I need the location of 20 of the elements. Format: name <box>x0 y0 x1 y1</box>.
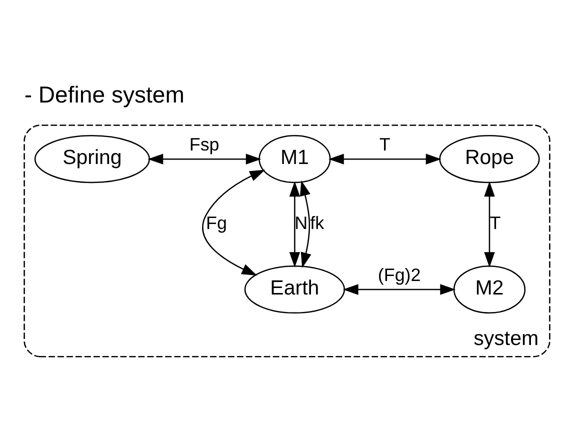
arrow <box>202 169 266 276</box>
edge-label: T <box>379 134 390 154</box>
diagram-title: - Define system <box>24 81 184 108</box>
arrow <box>148 153 262 164</box>
edge-label: (Fg)2 <box>378 264 421 284</box>
arrow <box>342 284 456 294</box>
edge-label: N <box>294 212 308 233</box>
node-ellipse: Earth <box>244 264 346 314</box>
edge-label: Fg <box>206 212 227 233</box>
arrow <box>289 180 300 267</box>
node-ellipse: M2 <box>453 264 526 314</box>
node-ellipse: Rope <box>439 134 540 183</box>
arrow <box>328 153 442 164</box>
edge-label: fk <box>310 212 324 233</box>
node-ellipse: M1 <box>258 134 331 183</box>
arrow <box>484 180 495 267</box>
node-ellipse: Spring <box>34 134 150 183</box>
edge-label: T <box>490 212 501 233</box>
arrow <box>300 180 312 268</box>
edge-label: Fsp <box>189 134 220 154</box>
